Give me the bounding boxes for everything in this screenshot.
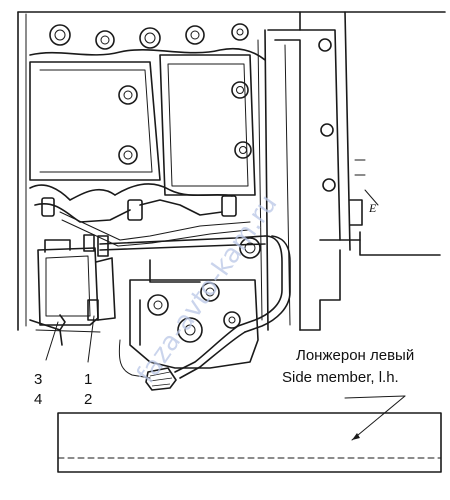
leader-lines [45,315,95,363]
side-member [57,395,442,473]
letter-mark: E [368,201,377,215]
callout-1: 1 [84,371,92,388]
callout-4: 4 [34,391,42,408]
engine-block [17,11,301,331]
bracket-assembly [29,234,116,346]
callout-2: 2 [84,391,92,408]
side-member-label-ru: Лонжерон левый [296,347,414,364]
callout-3: 3 [34,371,42,388]
side-member-label-en: Side member, l.h. [282,369,399,386]
exhaust-manifold [29,183,251,247]
fuel-pump-assembly [99,235,291,391]
watermark: faza-avto-kam.ru [131,189,283,389]
flywheel-housing [274,11,446,331]
